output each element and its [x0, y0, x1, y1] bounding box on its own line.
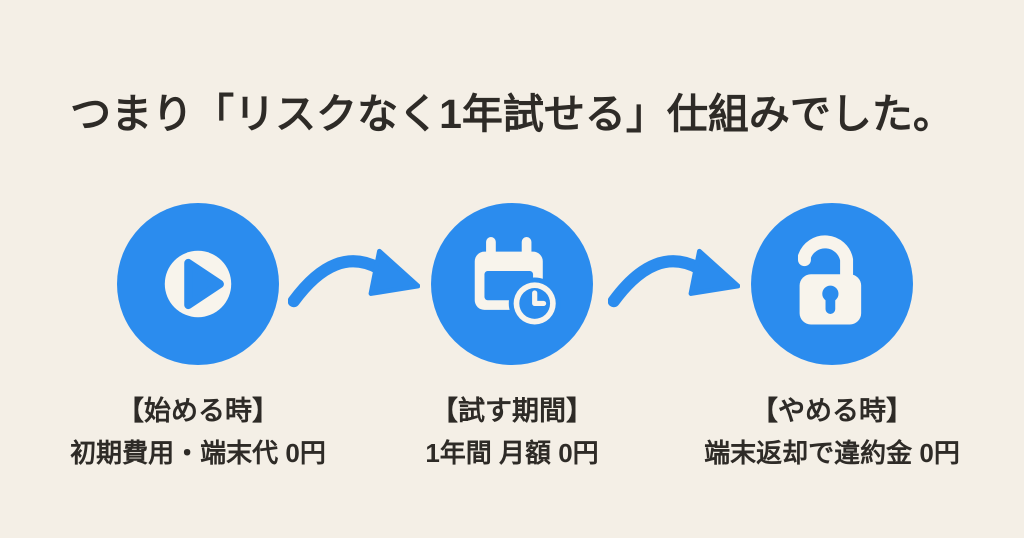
- page-title: つまり「リスクなく1年試せる」仕組みでした。: [70, 91, 954, 137]
- step-heading: 【やめる時】: [751, 396, 913, 426]
- flow-arrow-icon: [288, 239, 420, 319]
- unlock-icon: [751, 203, 913, 365]
- step-start: 【始める時】 初期費用・端末代 0円: [38, 203, 358, 470]
- step-trial: 【試す期間】 1年間 月額 0円: [352, 203, 672, 470]
- calendar-clock-icon: [431, 203, 593, 365]
- step-heading: 【試す期間】: [431, 396, 593, 426]
- flow-arrow-icon: [608, 239, 740, 319]
- step-detail: 1年間 月額 0円: [425, 438, 599, 468]
- step-quit: 【やめる時】 端末返却で違約金 0円: [672, 203, 992, 470]
- step-heading: 【始める時】: [117, 396, 279, 426]
- step-detail: 端末返却で違約金 0円: [704, 438, 960, 468]
- step-detail: 初期費用・端末代 0円: [70, 438, 326, 468]
- play-icon: [117, 203, 279, 365]
